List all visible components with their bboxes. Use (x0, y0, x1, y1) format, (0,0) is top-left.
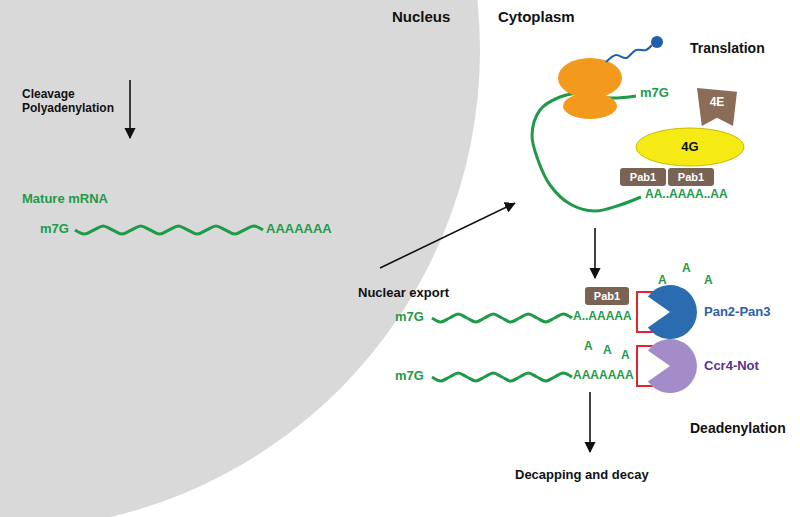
polya-label: AA..AAAA..AA (645, 188, 728, 202)
released-adenosine: A (603, 344, 612, 358)
node-label: Ccr4-Not (704, 359, 759, 374)
mrna-label: Mature mRNA (22, 192, 108, 207)
process-label: Nuclear export (358, 286, 449, 301)
stage-label: Translation (690, 40, 765, 56)
ribosome-large (558, 58, 622, 98)
factor-4g: 4G (635, 127, 745, 167)
released-adenosine: A (658, 274, 667, 288)
nucleus-fill (0, 0, 480, 517)
cap-label: m7G (640, 86, 669, 101)
factor-4e: 4E (697, 88, 737, 126)
node-label: Pan2-Pan3 (704, 305, 770, 320)
mrna-strand (432, 314, 572, 322)
cap-label: m7G (395, 310, 424, 325)
pan2-pan3-enzyme: Pan2-Pan3 (642, 284, 775, 340)
step-arrow (594, 228, 596, 278)
compartment-label: Cytoplasm (498, 8, 575, 25)
peptide-chain (606, 45, 652, 62)
stage-label: Deadenylation (690, 420, 786, 436)
process-label: Decapping and decay (515, 468, 649, 483)
mrna-strand (432, 373, 572, 381)
peptide-head (651, 36, 663, 48)
node-label: 4E (710, 96, 725, 110)
mrna-strand (75, 226, 263, 234)
node-label: Pab1 (630, 171, 656, 184)
export-arrow (380, 203, 515, 268)
compartment-label: Nucleus (392, 8, 450, 25)
nucleus-shape (0, 0, 480, 517)
pab1-box: Pab1 (585, 287, 629, 305)
nucleus-region: NucleusCleavage PolyadenylationMature mR… (0, 0, 480, 517)
released-adenosine: A (621, 349, 630, 363)
node-label: Pab1 (678, 171, 704, 184)
cap-label: m7G (40, 222, 69, 237)
released-adenosine: A (584, 340, 593, 354)
cap-label: m7G (395, 369, 424, 384)
process-arrow (129, 80, 131, 138)
step-arrow (589, 392, 591, 452)
enzyme-shape (642, 284, 698, 340)
ccr4-not-enzyme: Ccr4-Not (642, 338, 763, 394)
polya-label: AAAAAAA (573, 369, 634, 383)
enzyme-shape (642, 338, 698, 394)
pab1-box: Pab1 (620, 168, 666, 186)
polya-label: A..AAAAA (573, 310, 632, 324)
released-adenosine: A (704, 274, 713, 288)
pab1-box: Pab1 (668, 168, 714, 186)
released-adenosine: A (682, 262, 691, 276)
process-label: Cleavage Polyadenylation (22, 88, 132, 116)
mrna-loop (532, 93, 641, 211)
node-label: Pab1 (594, 290, 620, 303)
ribosome-small (563, 93, 617, 119)
node-label: 4G (681, 140, 698, 155)
polya-label: AAAAAAA (266, 222, 332, 237)
